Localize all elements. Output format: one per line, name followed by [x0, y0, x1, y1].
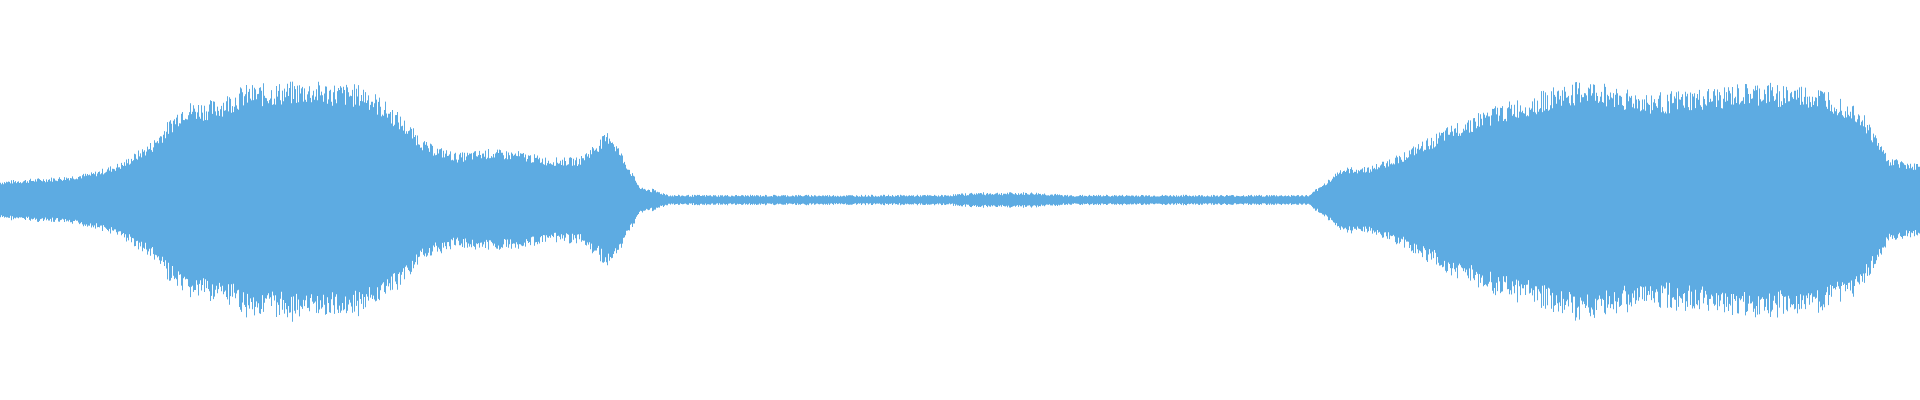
- waveform-bars: [0, 81, 1920, 322]
